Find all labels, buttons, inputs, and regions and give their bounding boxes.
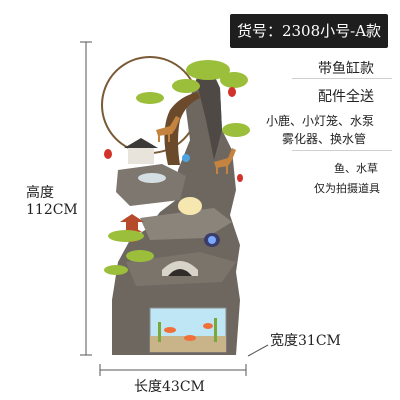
pine-foliage	[104, 60, 250, 275]
height-value: 112CM	[26, 202, 78, 218]
props-note-line-1: 鱼、水草	[334, 162, 378, 175]
water-plants	[158, 318, 217, 342]
width-dimension-line	[247, 344, 269, 357]
product-code-badge: 货号：2308小号-A款	[230, 14, 388, 48]
mist-glow	[138, 173, 166, 183]
props-note-line-2: 仅为拍摄道具	[314, 182, 380, 195]
feature-line-2: 配件全送	[318, 89, 374, 105]
rock-ledge-upper	[116, 164, 186, 206]
blue-light	[182, 154, 190, 162]
waterfall-glow	[178, 197, 202, 215]
height-dimension-line	[80, 41, 92, 356]
feature-line-4: 雾化器、换水管	[282, 132, 367, 146]
length-dimension-line	[99, 364, 247, 376]
separator	[292, 150, 392, 151]
arch-bridge	[162, 261, 198, 276]
tree-trunk	[164, 92, 200, 165]
feature-line-1: 带鱼缸款	[318, 61, 374, 77]
feature-line-3: 小鹿、小灯笼、水泵	[266, 114, 375, 128]
rock-ledge-mid	[140, 208, 232, 240]
fish	[164, 323, 213, 341]
red-lanterns	[104, 87, 243, 182]
deer-figures	[156, 116, 236, 174]
rock-shade	[196, 62, 222, 160]
white-house	[128, 146, 154, 164]
length-label: 长度43CM	[134, 379, 205, 395]
width-label: 宽度31CM	[270, 333, 341, 349]
height-label: 高度	[26, 185, 54, 201]
separator	[292, 78, 392, 79]
